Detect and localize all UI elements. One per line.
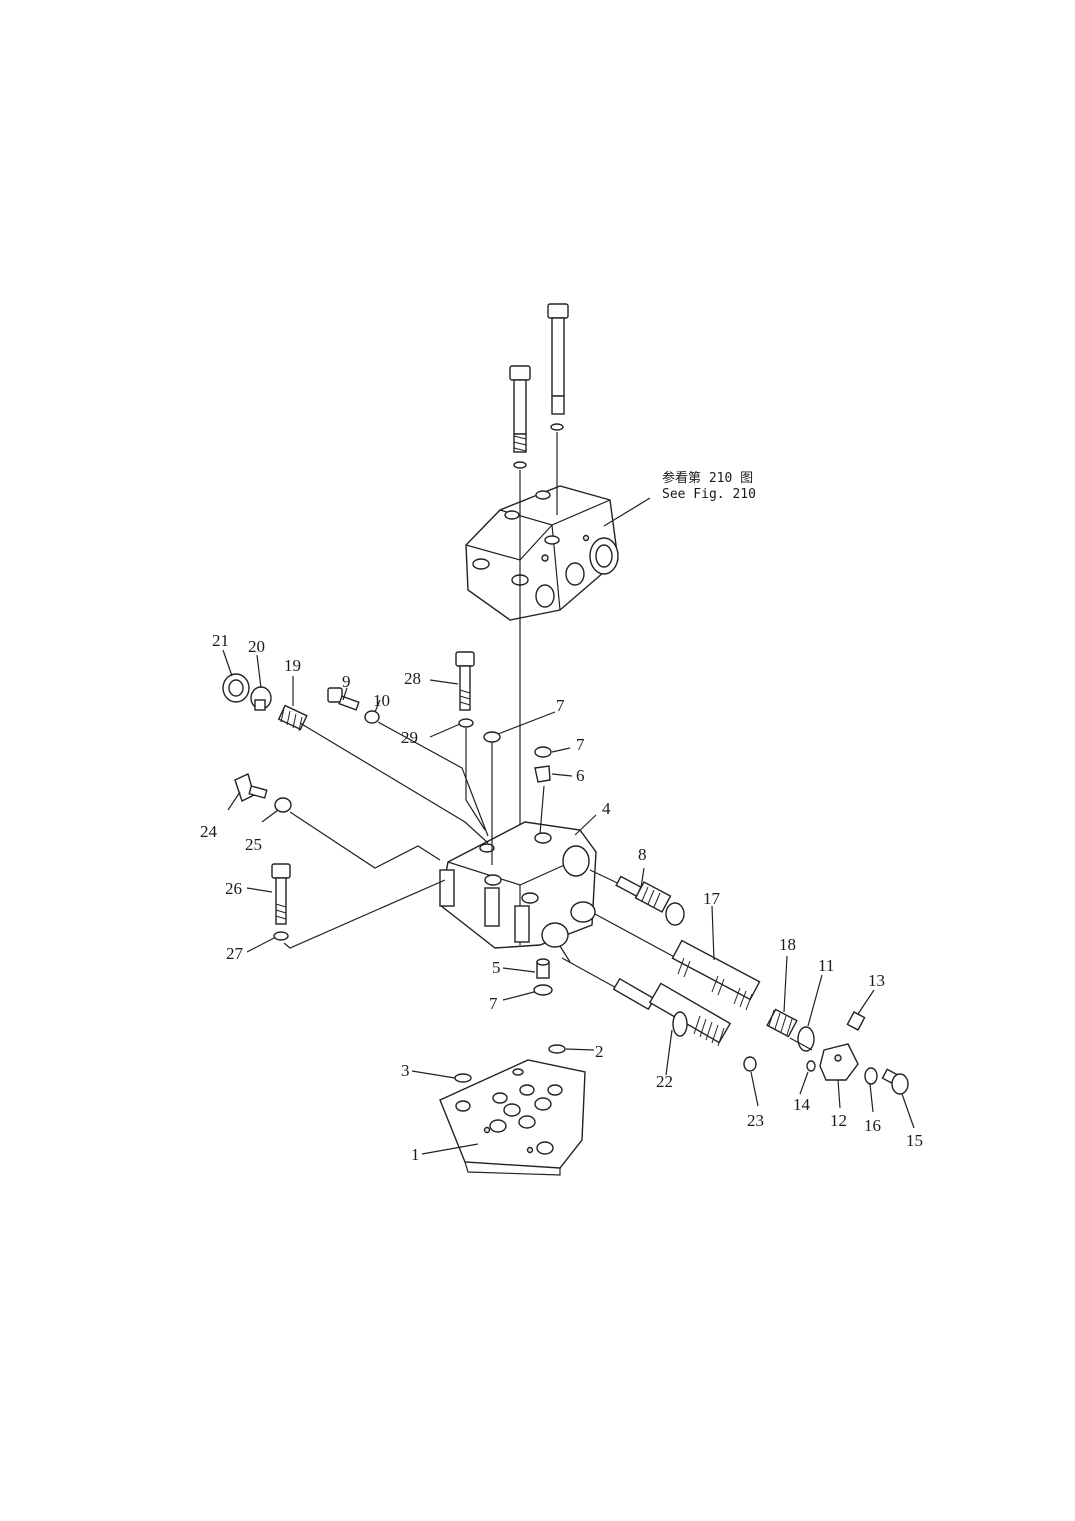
bottom-plate	[439, 1059, 586, 1176]
top-bolt-short	[509, 365, 531, 453]
main-valve-body	[439, 821, 597, 949]
part-label-16: 16	[864, 1116, 881, 1135]
top-washer-a	[550, 423, 564, 431]
ref-leader	[603, 497, 651, 527]
part-label-17: 17	[703, 889, 720, 908]
part-28-bolt	[455, 651, 475, 711]
part-22-spool	[612, 977, 732, 1047]
part-19-spring	[277, 704, 308, 732]
part-label-8: 8	[638, 845, 647, 864]
part-label-7-b: 7	[576, 735, 585, 754]
part-label-26: 26	[225, 879, 242, 898]
part-label-23: 23	[747, 1111, 764, 1130]
part-15-plug	[881, 1068, 909, 1095]
part-7-o-ring-a	[483, 731, 501, 743]
part-label-1: 1	[411, 1145, 420, 1164]
part-label-28: 28	[404, 669, 421, 688]
part-label-27: 27	[226, 944, 243, 963]
part-label-24: 24	[200, 822, 217, 841]
part-20-cap	[250, 686, 272, 711]
part-26-bolt	[271, 863, 291, 925]
axis-line	[789, 1037, 813, 1051]
part-label-13: 13	[868, 971, 885, 990]
part-16-washer	[864, 1067, 878, 1085]
axis-line	[594, 913, 681, 961]
axis-line	[561, 957, 621, 991]
part-12-cover	[819, 1043, 859, 1081]
part-21-washer	[222, 673, 250, 703]
part-label-11: 11	[818, 956, 835, 975]
part-label-7-a: 7	[556, 696, 565, 715]
top-washer-b	[513, 461, 527, 469]
part-24-fitting	[234, 773, 268, 802]
o-ring-3	[454, 1073, 472, 1083]
part-14-pin	[806, 1060, 816, 1072]
part-7-o-ring-b	[534, 746, 552, 758]
callout-leaders	[222, 649, 915, 1155]
reference-text-en: See Fig. 210	[662, 487, 756, 502]
part-17-spool	[671, 939, 761, 1011]
axis-line	[559, 945, 571, 963]
part-label-3: 3	[401, 1061, 410, 1080]
o-ring-2	[548, 1044, 566, 1054]
part-27-washer	[273, 931, 289, 941]
part-label-29: 29	[401, 728, 418, 747]
part-25-plug	[274, 797, 292, 813]
part-9-elbow	[327, 687, 360, 711]
part-label-5: 5	[492, 958, 501, 977]
part-label-21: 21	[212, 631, 229, 650]
part-label-9: 9	[342, 672, 351, 691]
part-label-18: 18	[779, 935, 796, 954]
upper-valve-body	[465, 485, 619, 621]
assembly-line	[539, 785, 545, 835]
part-label-22: 22	[656, 1072, 673, 1091]
part-label-6: 6	[576, 766, 585, 785]
part-label-2: 2	[595, 1042, 604, 1061]
part-label-4: 4	[602, 799, 611, 818]
part-label-12: 12	[830, 1111, 847, 1130]
part-29-washer	[458, 718, 474, 728]
part-label-15: 15	[906, 1131, 923, 1150]
part-label-14: 14	[793, 1095, 810, 1114]
part-23-ball	[743, 1056, 757, 1072]
part-label-7-c: 7	[489, 994, 498, 1013]
part-label-19: 19	[284, 656, 301, 675]
part-label-20: 20	[248, 637, 265, 656]
part-label-10: 10	[373, 691, 390, 710]
part-6-plug	[534, 765, 551, 783]
part-7-o-ring-c	[533, 984, 553, 996]
assembly-line	[283, 879, 446, 949]
part-13-plug	[846, 1011, 866, 1031]
reference-text-cn: 参看第 210 图	[662, 471, 754, 486]
assembly-line	[289, 811, 441, 869]
part-10-plug	[364, 710, 380, 724]
assembly-line	[299, 722, 489, 844]
assembly-line	[377, 721, 489, 837]
top-bolt-long	[547, 303, 569, 415]
part-18-spring	[766, 1008, 798, 1038]
part-label-25: 25	[245, 835, 262, 854]
part-5-sleeve	[536, 958, 550, 979]
part-8-spool	[615, 875, 685, 926]
assembly-line	[465, 728, 486, 831]
